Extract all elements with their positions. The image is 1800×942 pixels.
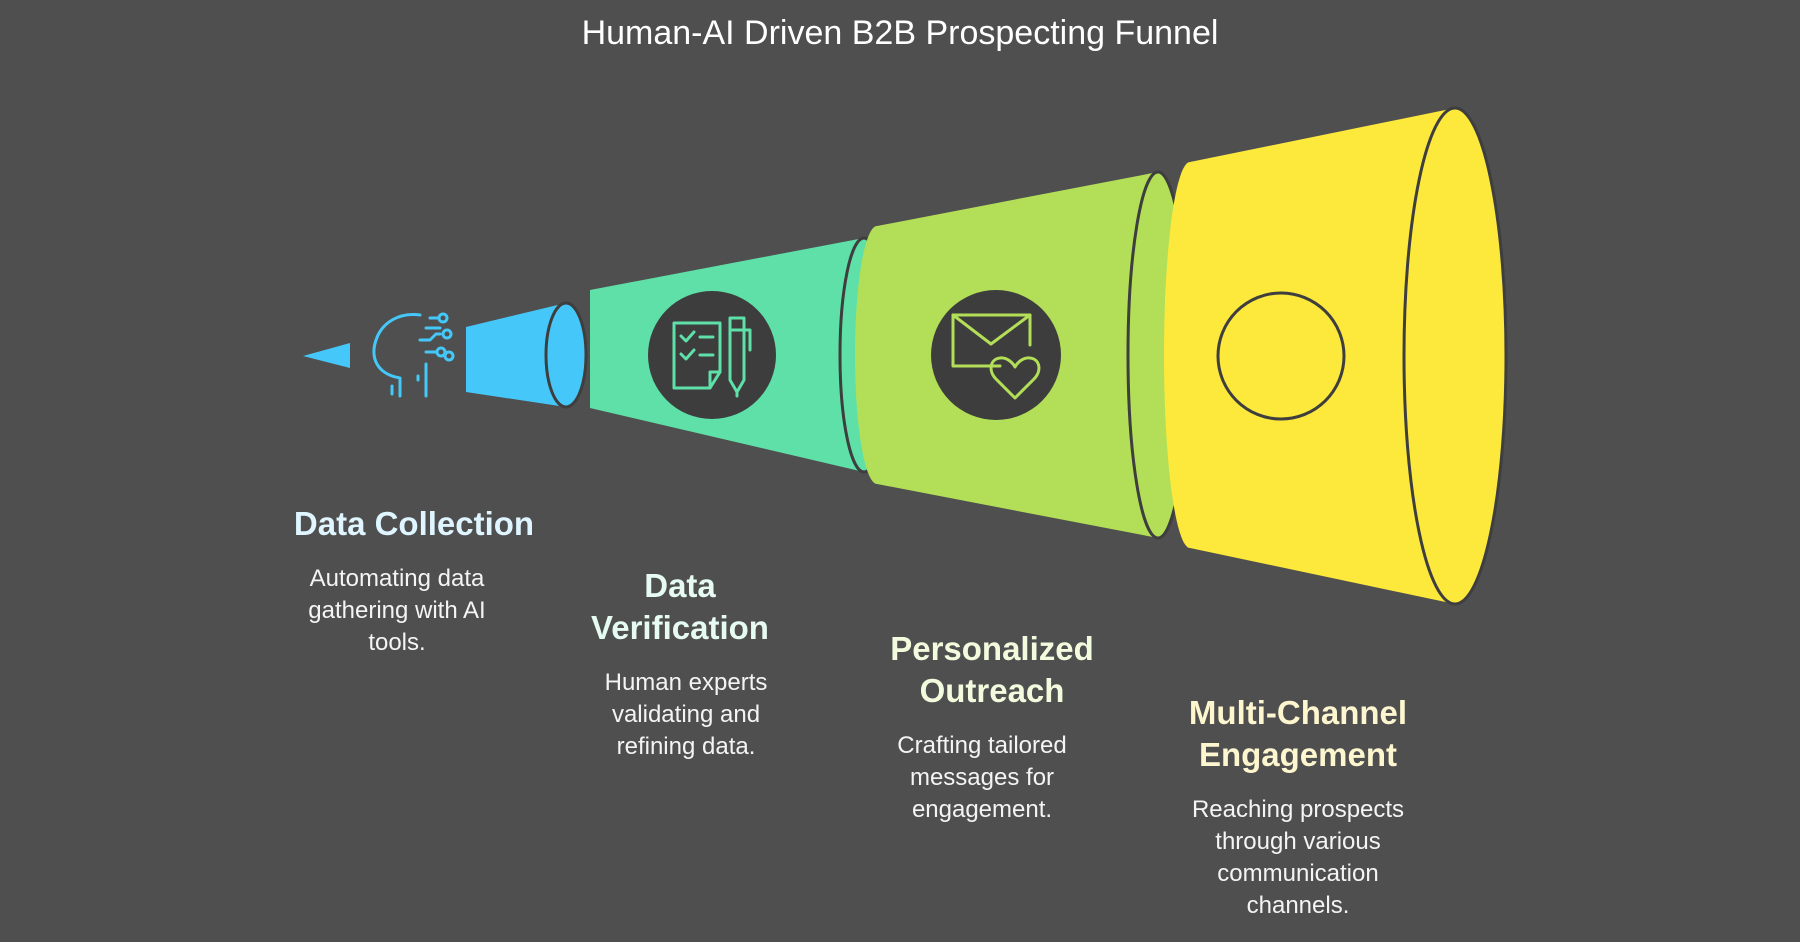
funnel-segment-rim — [544, 301, 588, 409]
envelope-heart-icon — [951, 313, 1041, 400]
funnel-segment-data-collection — [303, 301, 588, 409]
funnel-segment-data-verification — [590, 236, 890, 474]
stage-data-verification: Data Verification Human experts validati… — [570, 565, 790, 763]
funnel-segment-left-rim — [1164, 162, 1216, 548]
checklist-pen-icon — [672, 316, 752, 398]
stage-description: Crafting tailored messages for engagemen… — [897, 732, 1067, 823]
stage-title-line: Data — [644, 567, 716, 604]
stage-title: Data Verification — [570, 565, 790, 649]
funnel-segment-body — [466, 303, 566, 407]
stage-title-line: Engagement — [1198, 736, 1398, 773]
stage-title-line: Outreach — [919, 672, 1065, 709]
funnel-segment-personalized-outreach — [855, 170, 1190, 540]
stage-data-collection: Data Collection Automating data gatherin… — [292, 503, 536, 659]
icon-badge — [931, 290, 1061, 420]
funnel-segment-multi-channel-engagement — [1164, 106, 1508, 606]
stage-description: Automating data gathering with AI tools. — [308, 565, 486, 656]
stage-description: Reaching prospects through various commu… — [1191, 796, 1405, 919]
funnel-tip — [303, 343, 350, 368]
funnel-segment-rim — [1402, 106, 1508, 606]
stage-multi-channel-engagement: Multi-Channel Engagement Reaching prospe… — [1168, 692, 1428, 922]
funnel-segment-body — [1190, 108, 1455, 604]
stage-description: Human experts validating and refining da… — [604, 669, 768, 760]
stage-title-line: Verification — [591, 609, 769, 646]
circle-icon — [1216, 291, 1346, 421]
stage-title-line: Personalized — [890, 630, 1094, 667]
stage-title-line: Data Collection — [293, 505, 535, 542]
stage-title: Data Collection — [292, 503, 536, 545]
stage-title-line: Multi-Channel — [1188, 694, 1408, 731]
stage-title: Personalized Outreach — [870, 628, 1114, 712]
funnel-segment-left-rim — [855, 226, 899, 484]
ai-head-circuit-icon — [372, 312, 455, 398]
stage-personalized-outreach: Personalized Outreach Crafting tailored … — [870, 628, 1114, 826]
diagram-title: Human-AI Driven B2B Prospecting Funnel — [581, 14, 1219, 52]
stage-title: Multi-Channel Engagement — [1168, 692, 1428, 776]
